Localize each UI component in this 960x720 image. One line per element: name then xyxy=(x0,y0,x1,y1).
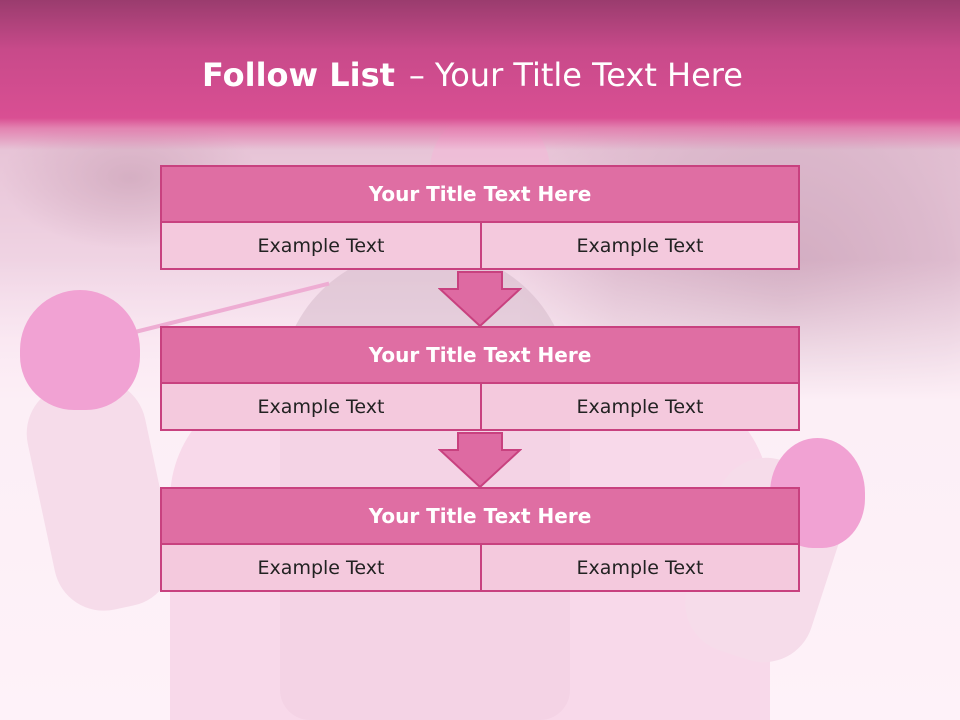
slide-title-bold: Follow List xyxy=(202,56,395,94)
follow-list-block-3: Your Title Text Here Example Text Exampl… xyxy=(160,487,800,592)
block-heading: Your Title Text Here xyxy=(162,167,798,223)
down-arrow-icon xyxy=(438,271,522,327)
block-left-text: Example Text xyxy=(162,384,482,429)
slide-title-separator: – xyxy=(408,56,425,94)
block-right-text: Example Text xyxy=(482,545,798,590)
follow-list-block-2: Your Title Text Here Example Text Exampl… xyxy=(160,326,800,431)
down-arrow-icon xyxy=(438,432,522,488)
header-band xyxy=(0,0,960,150)
block-right-text: Example Text xyxy=(482,384,798,429)
block-right-text: Example Text xyxy=(482,223,798,268)
block-left-text: Example Text xyxy=(162,223,482,268)
block-left-text: Example Text xyxy=(162,545,482,590)
block-heading: Your Title Text Here xyxy=(162,489,798,545)
follow-list-block-1: Your Title Text Here Example Text Exampl… xyxy=(160,165,800,270)
slide-title: Follow List–Your Title Text Here xyxy=(0,52,945,98)
slide-title-rest: Your Title Text Here xyxy=(434,56,743,94)
block-heading: Your Title Text Here xyxy=(162,328,798,384)
